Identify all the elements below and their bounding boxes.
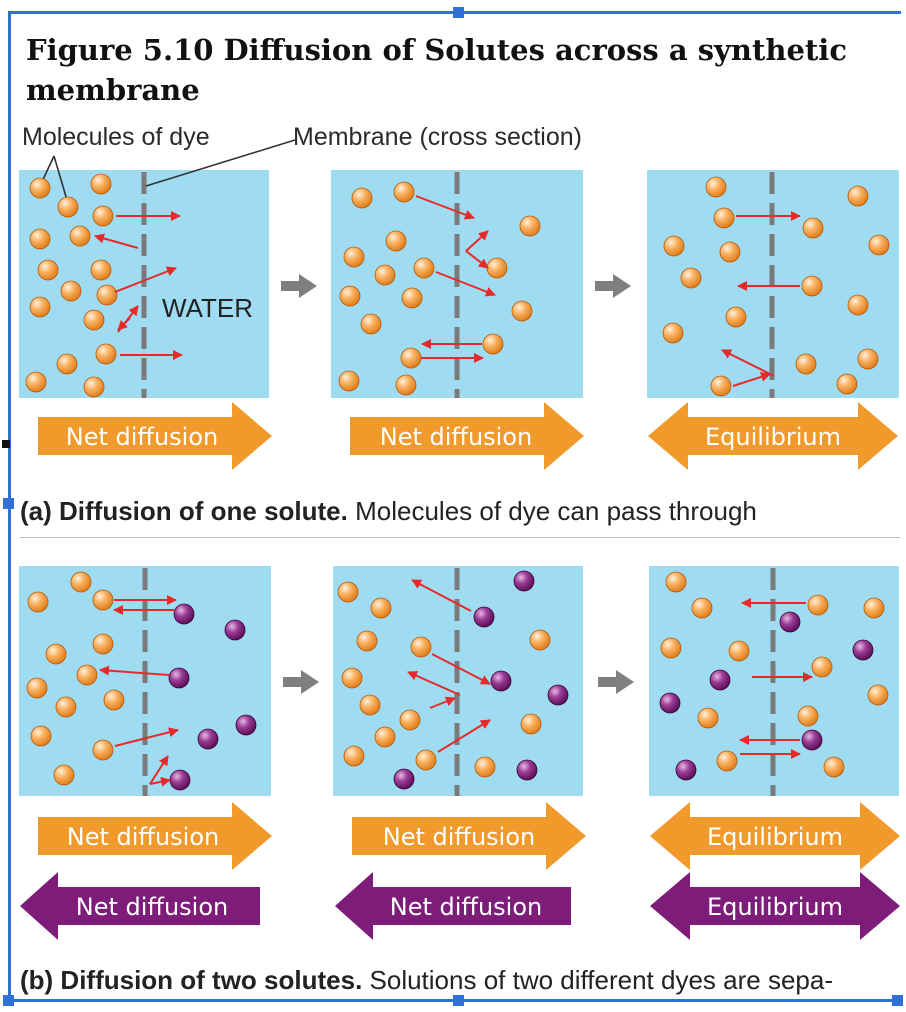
caption-b: (b) Diffusion of two solutes. Solutions … — [20, 965, 900, 996]
arrow-label-a1: Net diffusion — [66, 423, 218, 451]
molecules-a1 — [25, 173, 118, 398]
leader-line-dye-2 — [53, 155, 68, 201]
arrow-label-b1-orange: Net diffusion — [67, 823, 219, 851]
molecules-a3 — [662, 176, 890, 397]
separator-line-a — [20, 537, 900, 538]
arrow-label-b2-purple: Net diffusion — [390, 893, 542, 921]
figure-title: Figure 5.10 Diffusion of Solutes across … — [26, 33, 847, 107]
molecules-a2 — [338, 181, 541, 396]
step-arrow-b2 — [598, 670, 634, 694]
movement-arrows-a3 — [721, 211, 801, 387]
resize-handle-bottom-right[interactable] — [892, 995, 903, 1006]
movement-arrows-b1 — [99, 595, 179, 787]
caption-b-text: Solutions of two different dyes are sepa… — [362, 965, 833, 995]
step-arrow-b1 — [283, 670, 319, 694]
arrow-label-b3-orange: Equilibrium — [707, 823, 843, 851]
net-diffusion-arrow-a2 — [350, 402, 584, 470]
margin-marker — [2, 440, 10, 448]
net-diffusion-arrow-a1 — [38, 402, 272, 470]
step-arrow-a2 — [595, 274, 631, 298]
caption-a-bold: (a) Diffusion of one solute. — [20, 496, 348, 526]
caption-b-bold: (b) Diffusion of two solutes. — [20, 965, 363, 995]
movement-arrows-b3 — [739, 598, 813, 759]
resize-handle-left[interactable] — [3, 498, 14, 509]
molecules-b1 — [26, 571, 257, 791]
resize-handle-top[interactable] — [453, 7, 464, 18]
caption-a: (a) Diffusion of one solute. Molecules o… — [20, 496, 900, 527]
arrow-label-a2: Net diffusion — [380, 423, 532, 451]
arrow-label-b2-orange: Net diffusion — [383, 823, 535, 851]
resize-handle-bottom[interactable] — [453, 995, 464, 1006]
movement-arrows-b2 — [407, 579, 491, 753]
net-diffusion-purple-arrow-b2 — [335, 872, 571, 940]
molecules-b2 — [337, 570, 569, 790]
resize-handle-bottom-left[interactable] — [3, 995, 14, 1006]
water-label: WATER — [162, 293, 253, 323]
net-diffusion-orange-arrow-b1 — [38, 802, 272, 870]
membrane-label: Membrane (cross section) — [293, 123, 582, 151]
movement-arrows-a1 — [94, 211, 183, 360]
arrow-label-a3: Equilibrium — [705, 423, 841, 451]
arrow-label-b3-purple: Equilibrium — [707, 893, 843, 921]
molecules-b3 — [659, 571, 889, 781]
molecules-label: Molecules of dye — [22, 123, 210, 151]
movement-arrows-a2 — [415, 195, 496, 363]
equilibrium-purple-arrow-b3 — [650, 872, 900, 940]
step-arrow-a1 — [281, 274, 317, 298]
arrow-label-b1-purple: Net diffusion — [76, 893, 228, 921]
caption-a-text: Molecules of dye can pass through — [347, 496, 757, 526]
net-diffusion-purple-arrow-b1 — [20, 872, 260, 940]
equilibrium-arrow-a3 — [648, 402, 898, 470]
leader-line-membrane — [145, 139, 296, 187]
equilibrium-orange-arrow-b3 — [650, 802, 900, 870]
net-diffusion-orange-arrow-b2 — [352, 802, 586, 870]
